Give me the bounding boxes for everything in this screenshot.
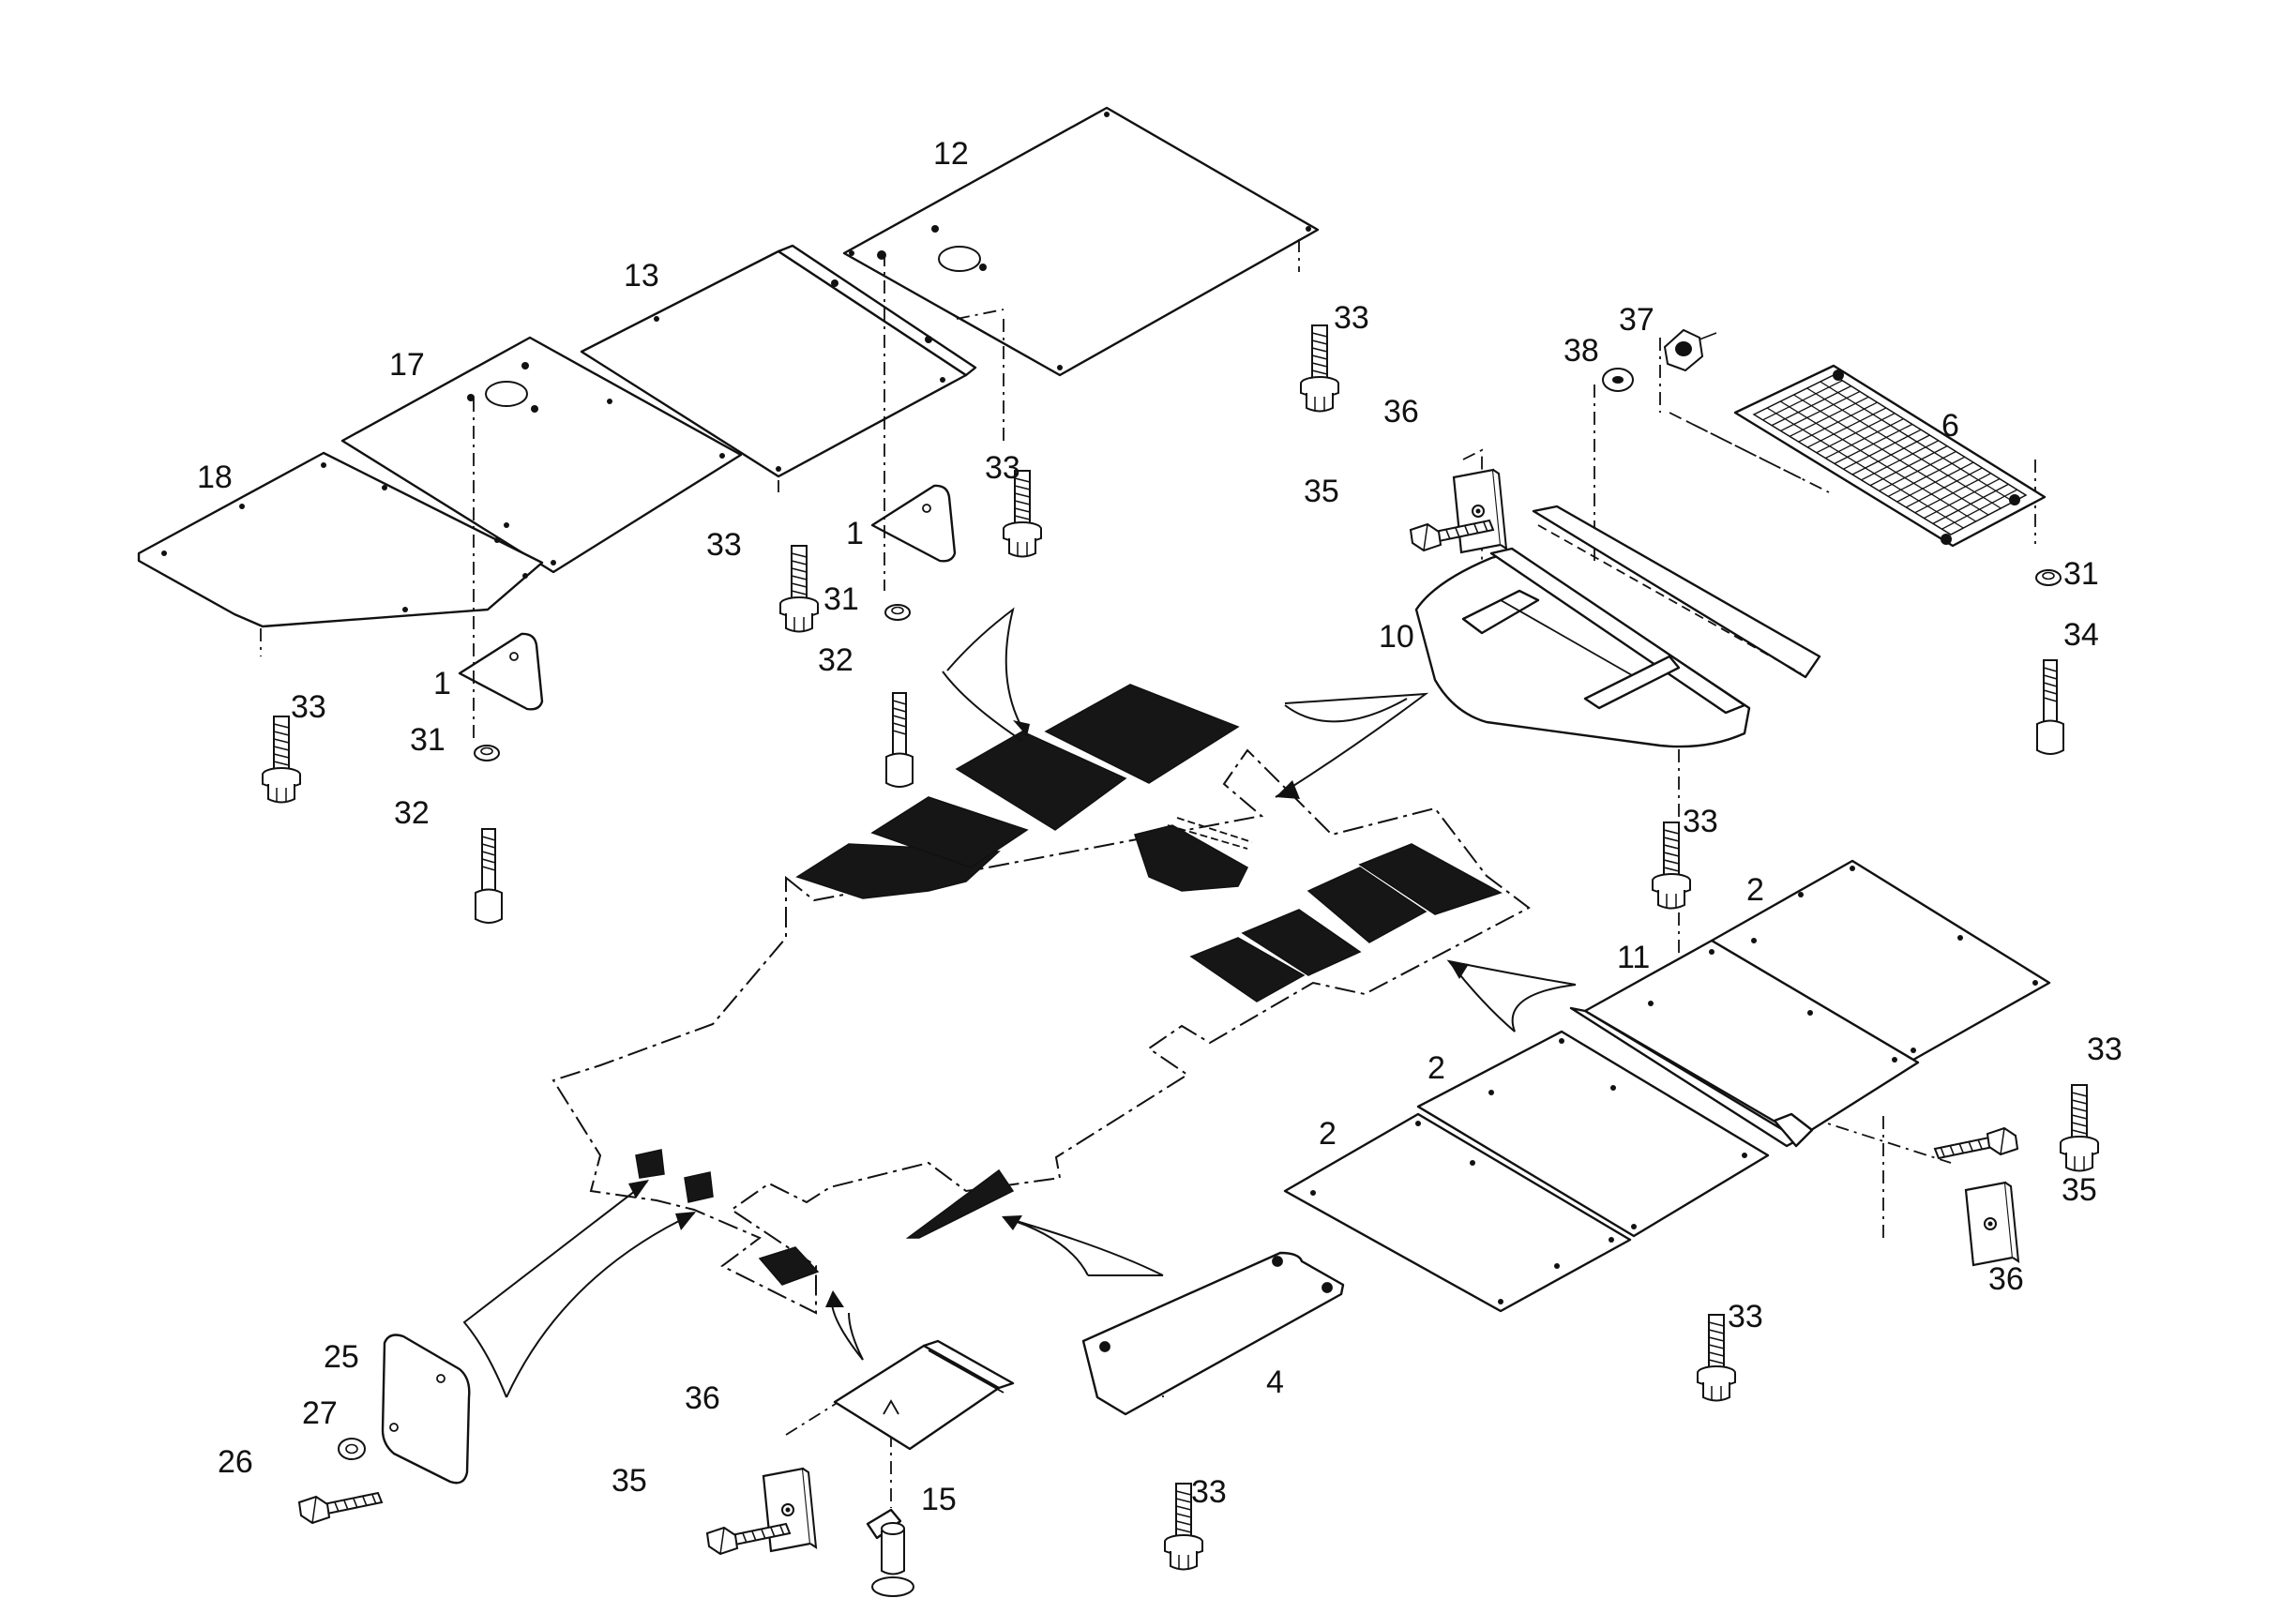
washer-31-c <box>2035 569 2062 586</box>
callout-c26: 26 <box>218 1444 253 1480</box>
callout-c2c: 2 <box>1319 1116 1337 1152</box>
callout-c34: 34 <box>2063 617 2099 653</box>
part-38-washer <box>1602 368 1634 392</box>
callout-c35c: 35 <box>612 1463 647 1499</box>
part-12-plate <box>842 106 1320 377</box>
callout-c38: 38 <box>1563 333 1599 369</box>
callout-c31b: 31 <box>410 722 446 758</box>
part-10-bracket <box>1414 505 1821 748</box>
bolt-26 <box>298 1492 383 1524</box>
part-1-bracket-left <box>458 632 544 711</box>
callout-c33g: 33 <box>1728 1299 1763 1334</box>
callout-c2b: 2 <box>1427 1050 1445 1086</box>
callout-c1b: 1 <box>433 666 451 701</box>
callout-c33c: 33 <box>706 527 742 563</box>
callout-c33e: 33 <box>1683 804 1718 839</box>
callout-c33f: 33 <box>2087 1032 2122 1067</box>
callout-c36c: 36 <box>685 1380 720 1416</box>
washer-31-a <box>884 604 911 621</box>
callout-c18: 18 <box>197 460 233 495</box>
grate-line <box>1766 407 1964 529</box>
cab-floor-outline <box>551 684 1531 1315</box>
callout-c25: 25 <box>324 1339 359 1375</box>
capscrew-32-a <box>885 692 914 788</box>
part-27-washer <box>338 1438 366 1460</box>
part-4-plate <box>1081 1251 1345 1416</box>
callout-c35a: 35 <box>1304 474 1339 509</box>
part-2-panel-middle <box>1416 1030 1770 1238</box>
callout-c1a: 1 <box>846 516 864 551</box>
indicator-arrows <box>462 607 1577 1398</box>
bolt-33-f <box>2060 1084 2099 1172</box>
pad-36-b <box>1964 1181 2020 1267</box>
callout-c17: 17 <box>389 347 425 383</box>
capscrew-32-b <box>475 828 503 924</box>
callout-c32b: 32 <box>394 795 430 831</box>
callout-c37: 37 <box>1619 302 1654 338</box>
washer-31-b <box>474 745 500 761</box>
grate-line <box>1820 381 2015 503</box>
pad-36-c <box>762 1467 818 1553</box>
callout-c15: 15 <box>921 1482 957 1517</box>
callout-c31a: 31 <box>823 581 859 617</box>
callout-labels: 1213171833333333113131323236353837631341… <box>197 136 2122 1517</box>
bolt-33-c <box>779 545 819 633</box>
grate-line <box>1779 400 1977 522</box>
part-13-plate <box>580 244 977 478</box>
callout-c33d: 33 <box>291 689 326 725</box>
part-37-nut <box>1663 328 1717 372</box>
part-25-cover <box>381 1334 471 1485</box>
part-18-plate <box>137 451 544 628</box>
callout-c2a: 2 <box>1746 872 1764 908</box>
callout-c11: 11 <box>1617 940 1650 975</box>
callout-c13: 13 <box>624 258 659 294</box>
capscrew-34 <box>2036 659 2064 755</box>
part-11-panel <box>1569 939 1920 1148</box>
part-17-plate <box>340 336 743 574</box>
callout-c36a: 36 <box>1383 394 1419 430</box>
bolt-33-d <box>262 716 301 804</box>
callout-c6: 6 <box>1941 408 1959 444</box>
callout-c35b: 35 <box>2062 1172 2097 1208</box>
callout-c32a: 32 <box>818 642 853 678</box>
part-15-pin <box>866 1508 914 1597</box>
pad-36-a <box>1452 468 1508 554</box>
callout-c33h: 33 <box>1191 1474 1227 1510</box>
part-15-bracket <box>833 1339 1015 1451</box>
callout-c12: 12 <box>933 136 969 172</box>
callout-c33a: 33 <box>1334 300 1369 336</box>
callout-c10: 10 <box>1379 619 1414 655</box>
part-1-bracket-right <box>870 484 957 563</box>
part-6-grate <box>1733 364 2047 548</box>
bolt-35-b <box>1934 1127 2018 1159</box>
callout-c36b: 36 <box>1988 1261 2024 1297</box>
callout-c33b: 33 <box>985 450 1020 486</box>
callout-c4: 4 <box>1266 1364 1284 1400</box>
grate-line <box>1806 387 2001 509</box>
grate-line <box>1793 394 1989 516</box>
part-2-panel-bottom <box>1283 1112 1632 1313</box>
bolt-33-a <box>1300 324 1339 413</box>
callout-c27: 27 <box>302 1395 338 1431</box>
callout-c31c: 31 <box>2063 556 2099 592</box>
